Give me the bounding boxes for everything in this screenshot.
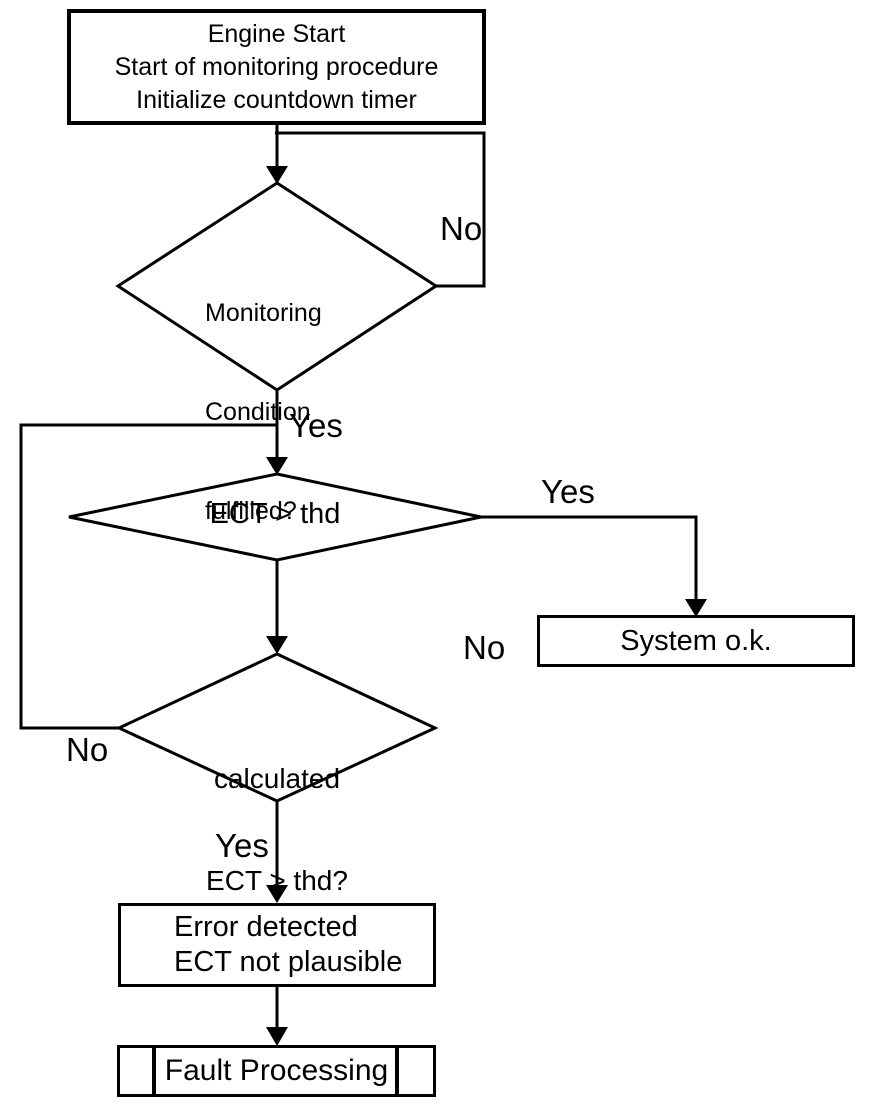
decision-calculated-ect-shape (115, 652, 439, 803)
decision-calculated-ect-text: calculated ECT > thd? (119, 694, 435, 966)
engine-start-line3: Initialize countdown timer (136, 85, 417, 114)
system-ok-label: System o.k. (620, 624, 772, 657)
edge-label-monitoring-no: No (440, 210, 483, 247)
edge-label-ect-no: No (463, 629, 506, 666)
node-error-detected: Error detected ECT not plausible (118, 903, 436, 987)
arrowhead-to-fault (266, 1027, 288, 1046)
engine-start-line2: Start of monitoring procedure (114, 52, 439, 81)
monitoring-line1: Monitoring (205, 299, 322, 327)
edge-ect-yes (481, 515, 698, 602)
fault-processing-right-bar (395, 1048, 399, 1094)
fault-processing-label: Fault Processing (164, 1054, 389, 1087)
arrowhead-to-error (266, 885, 288, 903)
arrowhead-to-calculated (266, 636, 288, 654)
calculated-line2: ECT > thd? (206, 865, 348, 896)
edge-label-calculated-no: No (66, 731, 109, 768)
edge-monitoring-no-loop (275, 131, 486, 288)
monitoring-line3: fulfilled? (205, 497, 297, 525)
decision-monitoring-condition-text: Monitoring Condition fulfilled? (205, 231, 322, 594)
error-line1: Error detected (174, 911, 358, 943)
edge-label-monitoring-yes: Yes (289, 407, 343, 444)
fault-processing-left-bar (152, 1048, 156, 1094)
edge-label-calculated-yes: Yes (215, 827, 269, 864)
arrowhead-to-ect (266, 457, 288, 475)
decision-ect-threshold-text: ECT > thd (209, 498, 341, 530)
calculated-line1: calculated (213, 763, 341, 794)
arrowhead-to-system-ok (685, 599, 707, 617)
monitoring-line2: Condition (205, 398, 311, 426)
edge-label-ect-yes: Yes (541, 473, 595, 510)
arrowhead-to-monitoring (266, 166, 288, 184)
node-engine-start: Engine Start Start of monitoring procedu… (67, 9, 486, 125)
edge-calculated-no-loop (19, 423, 277, 730)
error-line2: ECT not plausible (174, 946, 403, 978)
node-system-ok: System o.k. (537, 615, 855, 667)
engine-start-line1: Engine Start (207, 19, 346, 48)
decision-ect-threshold-shape (68, 472, 482, 562)
node-fault-processing: Fault Processing (117, 1045, 436, 1097)
decision-monitoring-condition-shape (115, 181, 439, 392)
